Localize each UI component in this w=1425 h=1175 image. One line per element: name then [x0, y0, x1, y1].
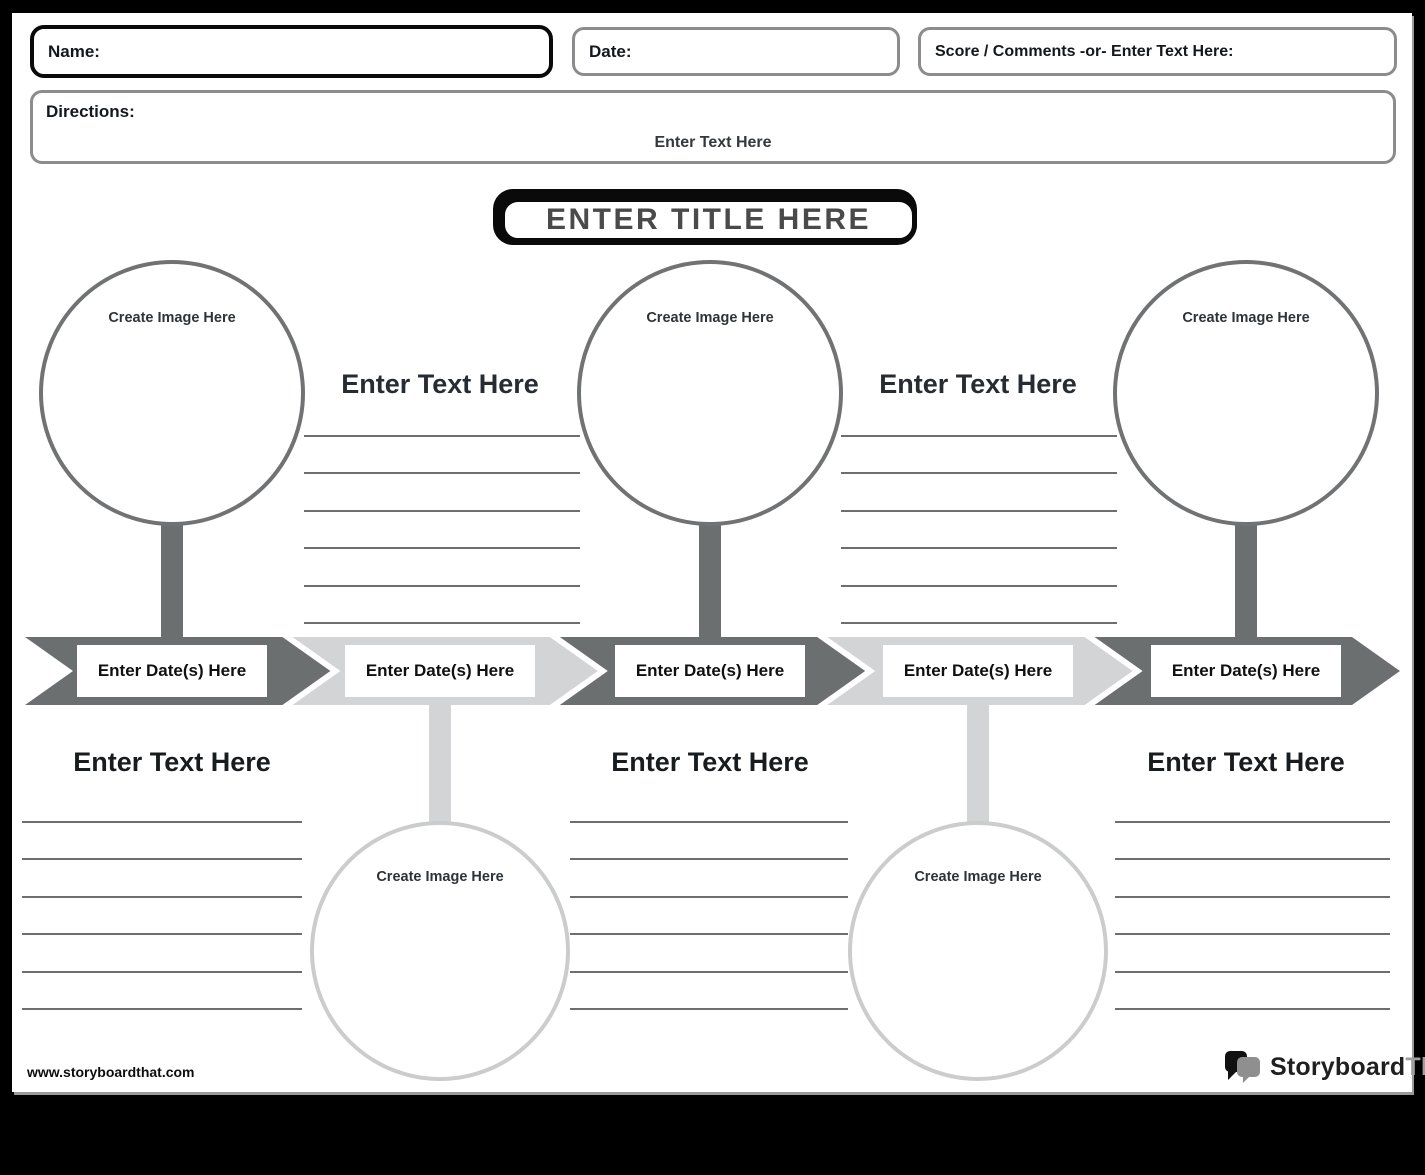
writing-line: [1115, 971, 1390, 973]
connector-stem: [699, 518, 721, 637]
date-entry-label: Enter Date(s) Here: [635, 661, 785, 680]
text-section-heading[interactable]: Enter Text Here: [1147, 747, 1345, 777]
connector-stem: [161, 518, 183, 637]
connector-stem: [1235, 518, 1257, 637]
image-placeholder-circle[interactable]: Create Image Here: [577, 260, 843, 526]
text-section-heading[interactable]: Enter Text Here: [73, 747, 271, 777]
worksheet-page: Name: Date: Score / Comments -or- Enter …: [12, 13, 1425, 1092]
writing-line: [841, 547, 1117, 549]
connector-stem: [967, 701, 989, 828]
writing-line: [1115, 933, 1390, 935]
date-field[interactable]: Date:: [572, 27, 900, 76]
date-label: Date:: [589, 41, 632, 61]
score-comments-field[interactable]: Score / Comments -or- Enter Text Here:: [918, 27, 1397, 76]
image-placeholder-label: Create Image Here: [646, 310, 774, 326]
title-field[interactable]: ENTER TITLE HERE: [500, 197, 917, 243]
date-entry-label: Enter Date(s) Here: [365, 661, 515, 680]
logo-word-storyboard: Storyboard: [1270, 1052, 1406, 1081]
writing-line: [304, 472, 580, 474]
date-entry-label: Enter Date(s) Here: [903, 661, 1053, 680]
storyboardthat-logo: StoryboardThat: [1224, 1049, 1425, 1085]
writing-line: [22, 896, 302, 898]
text-section-heading[interactable]: Enter Text Here: [611, 747, 809, 777]
image-placeholder-circle[interactable]: Create Image Here: [39, 260, 305, 526]
writing-line: [304, 585, 580, 587]
logo-wordmark: StoryboardThat: [1270, 1053, 1425, 1082]
image-placeholder-circle[interactable]: Create Image Here: [1113, 260, 1379, 526]
text-section-heading[interactable]: Enter Text Here: [879, 369, 1077, 399]
date-entry-label: Enter Date(s) Here: [97, 661, 247, 680]
date-entry-box[interactable]: Enter Date(s) Here: [77, 645, 267, 697]
writing-line: [304, 622, 580, 624]
connector-stem: [429, 701, 451, 828]
image-placeholder-label: Create Image Here: [914, 869, 1042, 885]
image-placeholder-label: Create Image Here: [108, 310, 236, 326]
writing-line: [304, 510, 580, 512]
logo-word-that: That: [1405, 1052, 1425, 1081]
writing-line: [570, 896, 848, 898]
writing-line: [570, 821, 848, 823]
writing-line: [570, 1008, 848, 1010]
writing-line: [22, 858, 302, 860]
image-placeholder-label: Create Image Here: [1182, 310, 1310, 326]
title-block: ENTER TITLE HERE: [493, 189, 917, 245]
text-section-heading[interactable]: Enter Text Here: [341, 369, 539, 399]
writing-line: [570, 971, 848, 973]
writing-line: [22, 821, 302, 823]
writing-line: [841, 435, 1117, 437]
writing-line: [841, 510, 1117, 512]
writing-line: [304, 435, 580, 437]
date-entry-label: Enter Date(s) Here: [1171, 661, 1321, 680]
writing-line: [1115, 1008, 1390, 1010]
writing-line: [1115, 896, 1390, 898]
writing-line: [22, 1008, 302, 1010]
date-entry-box[interactable]: Enter Date(s) Here: [615, 645, 805, 697]
directions-field[interactable]: Directions: Enter Text Here: [30, 90, 1396, 164]
writing-line: [841, 472, 1117, 474]
speech-bubbles-icon: [1225, 1051, 1260, 1083]
directions-placeholder-text[interactable]: Enter Text Here: [654, 134, 772, 151]
writing-line: [841, 622, 1117, 624]
writing-line: [22, 933, 302, 935]
date-entry-box[interactable]: Enter Date(s) Here: [345, 645, 535, 697]
page-title: ENTER TITLE HERE: [545, 203, 871, 236]
date-entry-box[interactable]: Enter Date(s) Here: [1151, 645, 1341, 697]
date-entry-box[interactable]: Enter Date(s) Here: [883, 645, 1073, 697]
image-placeholder-circle[interactable]: Create Image Here: [310, 821, 570, 1081]
writing-line: [22, 971, 302, 973]
writing-line: [304, 547, 580, 549]
writing-line: [1115, 858, 1390, 860]
directions-label: Directions:: [46, 102, 135, 121]
writing-line: [1115, 821, 1390, 823]
name-field[interactable]: Name:: [30, 25, 553, 78]
score-comments-label: Score / Comments -or- Enter Text Here:: [935, 42, 1234, 60]
writing-line: [570, 933, 848, 935]
image-placeholder-circle[interactable]: Create Image Here: [848, 821, 1108, 1081]
name-label: Name:: [48, 41, 100, 61]
writing-line: [570, 858, 848, 860]
image-placeholder-label: Create Image Here: [376, 869, 504, 885]
writing-line: [841, 585, 1117, 587]
website-url: www.storyboardthat.com: [27, 1064, 195, 1080]
